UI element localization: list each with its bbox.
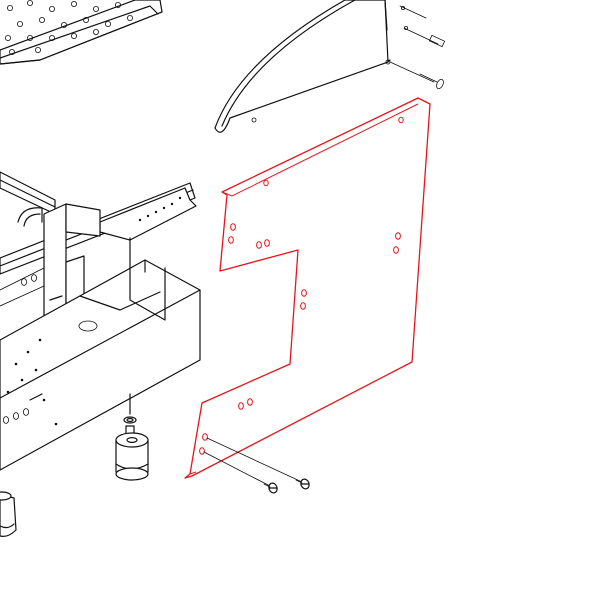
screw-left (263, 482, 278, 494)
chassis-frame (0, 171, 201, 471)
panel-holes (199, 116, 404, 455)
leveling-foot-lower (0, 491, 17, 537)
screw-right (295, 478, 310, 490)
screws (203, 437, 310, 494)
bracket-screws (389, 5, 446, 90)
perforated-tray (0, 0, 163, 65)
curved-side-bracket (214, 0, 446, 133)
leveling-foot (115, 393, 149, 481)
side-panel (184, 97, 431, 479)
